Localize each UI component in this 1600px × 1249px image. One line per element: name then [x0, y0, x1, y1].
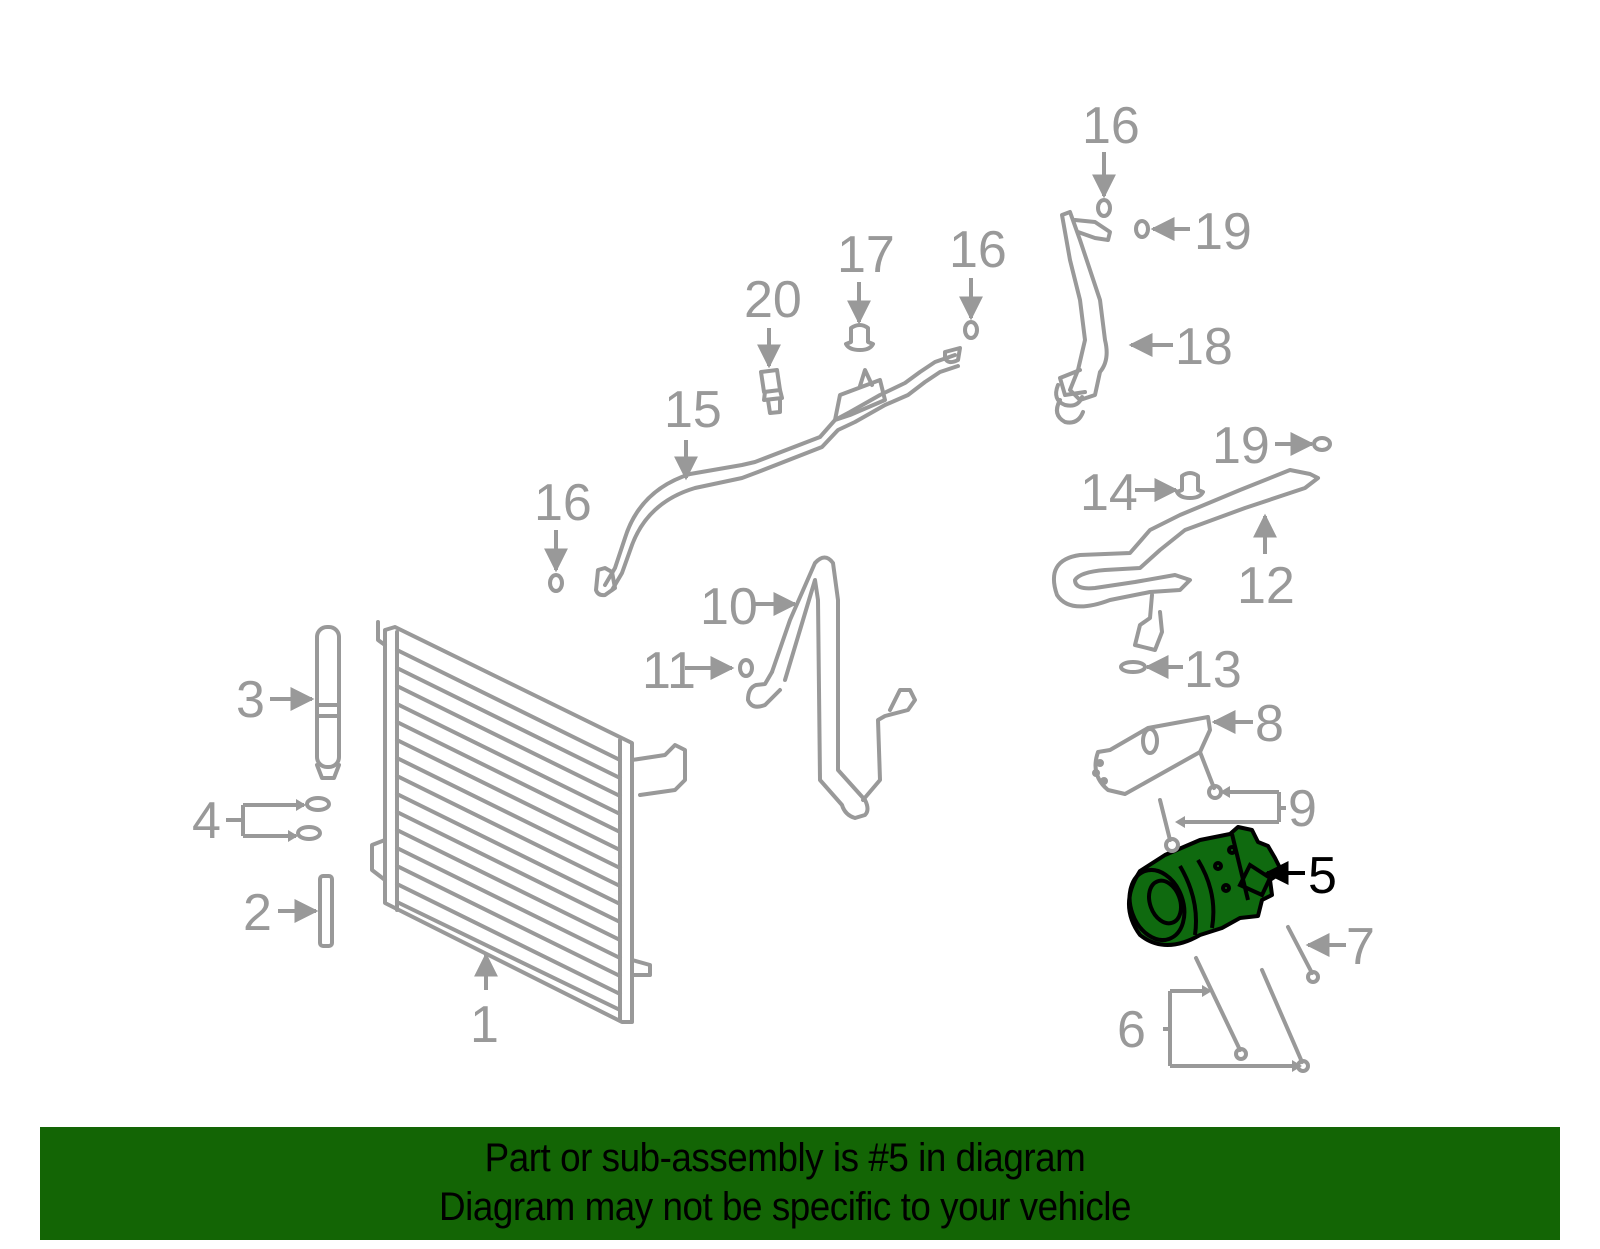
part-4-o-rings[interactable]	[296, 796, 331, 841]
part-16-o-ring-c[interactable]	[1096, 198, 1112, 218]
callout-15[interactable]: 15	[664, 381, 722, 439]
part-16-o-ring-b[interactable]	[963, 320, 979, 340]
part-5-compressor[interactable]	[1120, 825, 1284, 948]
callout-5[interactable]: 5	[1308, 847, 1337, 905]
callout-7[interactable]: 7	[1346, 918, 1375, 976]
callout-2[interactable]: 2	[243, 884, 272, 942]
callout-18[interactable]: 18	[1175, 318, 1233, 376]
callout-10[interactable]: 10	[700, 578, 758, 636]
part-12-hose[interactable]	[1051, 468, 1320, 652]
part-13-o-ring[interactable]	[1119, 660, 1147, 674]
part-10-hose[interactable]	[746, 555, 917, 820]
part-18-tube[interactable]	[1054, 210, 1112, 425]
callout-17[interactable]: 17	[837, 226, 895, 284]
part-6-bolts[interactable]	[1194, 956, 1310, 1073]
callout-9[interactable]: 9	[1288, 780, 1317, 838]
callout-8[interactable]: 8	[1255, 695, 1284, 753]
callout-14[interactable]: 14	[1080, 464, 1138, 522]
part-14-cap[interactable]	[1175, 471, 1205, 500]
leader-9	[1180, 790, 1286, 824]
part-7-bolt[interactable]	[1286, 925, 1320, 984]
callout-19a[interactable]: 19	[1194, 203, 1252, 261]
callout-4[interactable]: 4	[192, 792, 221, 850]
part-19-o-ring-a[interactable]	[1134, 219, 1150, 239]
leader-4	[226, 803, 304, 838]
part-11-o-ring[interactable]	[738, 658, 754, 678]
part-20-pressure-switch[interactable]	[759, 368, 784, 415]
callout-6[interactable]: 6	[1117, 1001, 1146, 1059]
banner-part-note: Part or sub-assembly is #5 in diagram	[484, 1136, 1086, 1180]
part-3-drier[interactable]	[315, 625, 341, 780]
info-banner: Part or sub-assembly is #5 in diagram Di…	[40, 1127, 1560, 1240]
part-19-o-ring-b[interactable]	[1312, 436, 1332, 452]
banner-disclaimer: Diagram may not be specific to your vehi…	[438, 1185, 1131, 1229]
callout-16c[interactable]: 16	[1082, 97, 1140, 155]
callout-16b[interactable]: 16	[949, 221, 1007, 279]
part-17-cap[interactable]	[844, 323, 875, 352]
leader-6	[1163, 989, 1296, 1068]
callout-20[interactable]: 20	[744, 271, 802, 329]
part-16-o-ring-a[interactable]	[548, 573, 564, 593]
callout-19b[interactable]: 19	[1212, 417, 1270, 475]
callout-3[interactable]: 3	[236, 671, 265, 729]
callout-16a[interactable]: 16	[534, 474, 592, 532]
callout-13[interactable]: 13	[1184, 641, 1242, 699]
part-8-bracket[interactable]	[1092, 715, 1212, 796]
part-1-condenser[interactable]	[370, 620, 687, 1024]
callout-12[interactable]: 12	[1237, 557, 1295, 615]
callout-1[interactable]: 1	[470, 996, 499, 1054]
callout-11[interactable]: 11	[642, 642, 696, 700]
part-2-plug[interactable]	[318, 874, 334, 948]
